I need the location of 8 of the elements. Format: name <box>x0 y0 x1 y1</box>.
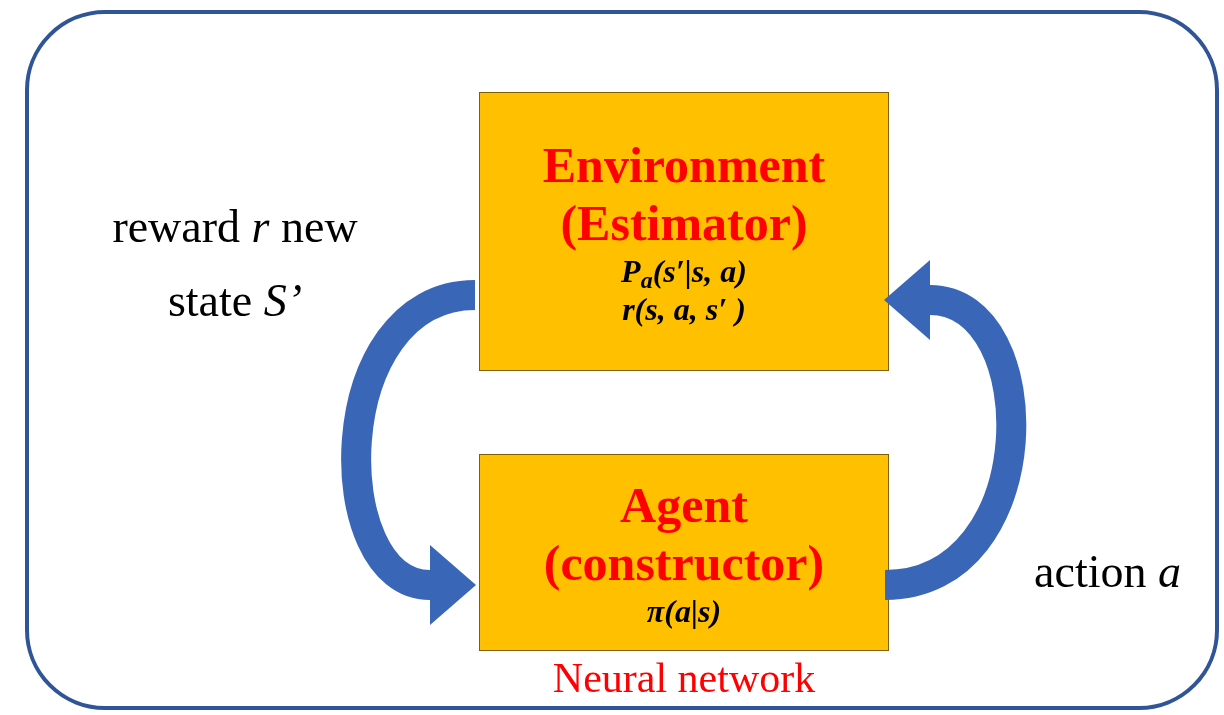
formula: r(s, a, s′ ) <box>622 289 746 328</box>
box-title: Agent (constructor) <box>542 475 826 592</box>
formula: π(a|s) <box>646 591 722 630</box>
process-box <box>479 92 889 371</box>
box-title: Environment (Estimator) <box>541 135 827 252</box>
formula: P$_{a}$(s′|s, a) <box>621 251 747 290</box>
node-caption: Neural network <box>551 654 817 703</box>
frame-box <box>25 10 1219 710</box>
